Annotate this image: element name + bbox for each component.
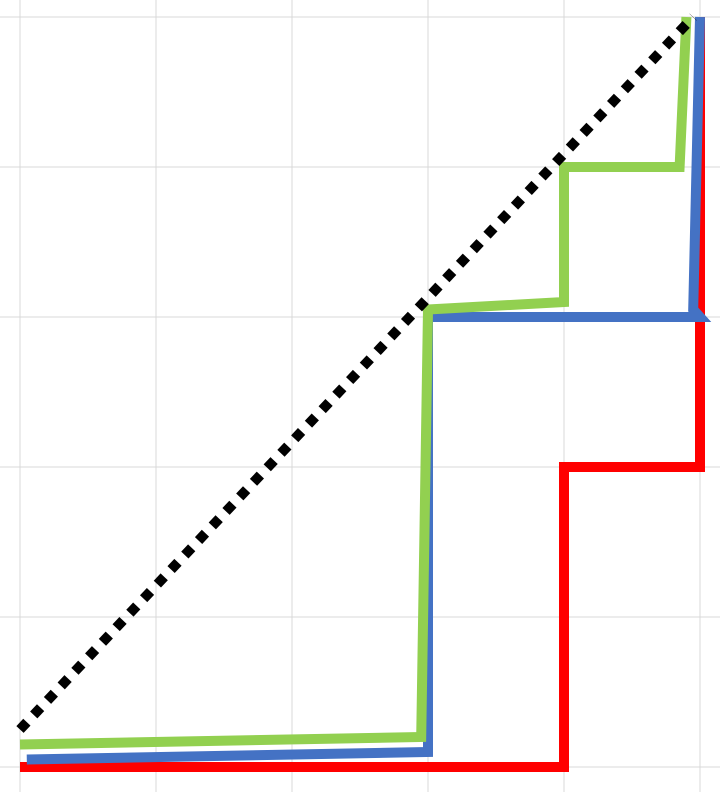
series-line-0 (20, 17, 705, 772)
series-line-3 (16, 13, 697, 733)
series-line-1 (26, 16, 712, 765)
series-line-2 (19, 16, 692, 750)
series-layer (16, 13, 712, 772)
